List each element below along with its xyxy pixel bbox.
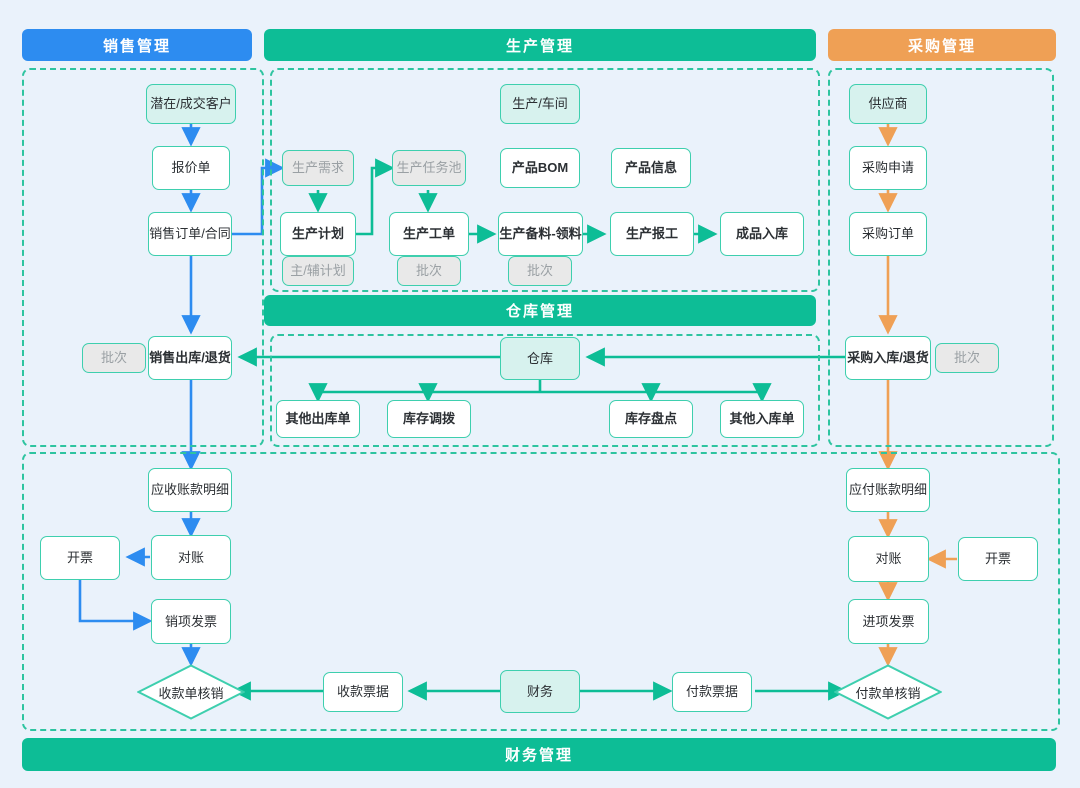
node-purchase-inbound-label: 采购入库/退货 — [847, 350, 929, 366]
node-payment-clearing[interactable]: 付款单核销 — [834, 664, 942, 720]
tag-work-order-batch-label: 批次 — [415, 263, 442, 279]
section-header-warehouse: 仓库管理 — [264, 295, 816, 326]
node-production-demand[interactable]: 生产需求 — [282, 150, 354, 186]
node-receipt-document-label: 收款票据 — [336, 684, 389, 700]
node-finished-goods-inbound-label: 成品入库 — [735, 226, 788, 242]
node-invoicing-payable[interactable]: 开票 — [958, 537, 1038, 581]
node-receipt-clearing-label: 收款单核销 — [158, 685, 224, 701]
node-production-demand-label: 生产需求 — [291, 160, 344, 176]
node-finance-hub[interactable]: 财务 — [500, 670, 580, 713]
section-header-production: 生产管理 — [264, 29, 816, 61]
node-product-info-label: 产品信息 — [624, 160, 677, 176]
node-production-workshop-label: 生产/车间 — [512, 96, 568, 112]
node-potential-customer[interactable]: 潜在/成交客户 — [146, 84, 236, 124]
tag-production-plan-type: 主/辅计划 — [282, 256, 354, 286]
tag-material-batch-label: 批次 — [526, 263, 553, 279]
node-payable-detail-label: 应付账款明细 — [848, 482, 927, 498]
node-receipt-document[interactable]: 收款票据 — [323, 672, 403, 712]
group-warehouse — [270, 334, 820, 447]
node-sales-order[interactable]: 销售订单/合同 — [148, 212, 232, 256]
node-payment-document-label: 付款票据 — [685, 684, 738, 700]
node-output-invoice[interactable]: 销项发票 — [151, 599, 231, 644]
group-production — [270, 68, 820, 292]
node-finished-goods-inbound[interactable]: 成品入库 — [720, 212, 804, 256]
node-reconciliation-payable[interactable]: 对账 — [848, 536, 929, 582]
node-product-bom[interactable]: 产品BOM — [500, 148, 580, 188]
node-product-bom-label: 产品BOM — [511, 160, 569, 176]
node-input-invoice-label: 进项发票 — [862, 613, 915, 629]
node-payment-clearing-label: 付款单核销 — [855, 685, 921, 701]
node-inventory-transfer-label: 库存调拨 — [402, 411, 455, 427]
node-supplier[interactable]: 供应商 — [849, 84, 927, 124]
node-other-outbound[interactable]: 其他出库单 — [276, 400, 360, 438]
node-purchase-request[interactable]: 采购申请 — [849, 146, 927, 190]
tag-work-order-batch: 批次 — [397, 256, 461, 286]
node-sales-order-label: 销售订单/合同 — [149, 226, 231, 242]
node-invoicing-receivable[interactable]: 开票 — [40, 536, 120, 580]
diamond-shape-receipt — [137, 664, 245, 720]
node-inventory-stocktake[interactable]: 库存盘点 — [609, 400, 693, 438]
node-production-report[interactable]: 生产报工 — [610, 212, 694, 256]
group-finance — [22, 452, 1060, 731]
node-purchase-request-label: 采购申请 — [861, 160, 914, 176]
section-header-sales-label: 销售管理 — [102, 37, 171, 55]
node-product-info[interactable]: 产品信息 — [611, 148, 691, 188]
section-header-finance-label: 财务管理 — [504, 747, 573, 764]
node-receivable-detail-label: 应收账款明细 — [150, 482, 229, 498]
node-inventory-transfer[interactable]: 库存调拨 — [387, 400, 471, 438]
node-finance-hub-label: 财务 — [526, 683, 553, 699]
node-quotation[interactable]: 报价单 — [152, 146, 230, 190]
node-production-task-pool[interactable]: 生产任务池 — [392, 150, 466, 186]
section-header-purchase: 采购管理 — [828, 29, 1056, 61]
node-production-task-pool-label: 生产任务池 — [396, 160, 462, 176]
node-production-report-label: 生产报工 — [625, 226, 678, 242]
node-warehouse-hub-label: 仓库 — [526, 350, 553, 366]
node-production-work-order[interactable]: 生产工单 — [389, 212, 469, 256]
node-reconciliation-receivable-label: 对账 — [177, 549, 204, 565]
node-production-material[interactable]: 生产备料-领料 — [498, 212, 583, 256]
node-production-plan-label: 生产计划 — [291, 226, 344, 242]
tag-sales-outbound-batch: 批次 — [82, 343, 146, 373]
node-purchase-inbound[interactable]: 采购入库/退货 — [845, 336, 931, 380]
section-header-production-label: 生产管理 — [505, 37, 574, 55]
section-header-purchase-label: 采购管理 — [907, 37, 976, 55]
node-production-material-label: 生产备料-领料 — [499, 226, 582, 242]
section-header-finance: 财务管理 — [22, 738, 1056, 771]
tag-purchase-inbound-batch: 批次 — [935, 343, 999, 373]
node-purchase-order[interactable]: 采购订单 — [849, 212, 927, 256]
node-reconciliation-receivable[interactable]: 对账 — [151, 535, 231, 580]
node-payable-detail[interactable]: 应付账款明细 — [846, 468, 930, 512]
node-receivable-detail[interactable]: 应收账款明细 — [148, 468, 232, 512]
node-output-invoice-label: 销项发票 — [164, 613, 217, 629]
section-header-warehouse-label: 仓库管理 — [505, 303, 574, 320]
section-header-sales: 销售管理 — [22, 29, 252, 61]
node-inventory-stocktake-label: 库存盘点 — [624, 411, 677, 427]
tag-material-batch: 批次 — [508, 256, 572, 286]
node-production-workshop[interactable]: 生产/车间 — [500, 84, 580, 124]
node-sales-outbound[interactable]: 销售出库/退货 — [148, 336, 232, 380]
tag-production-plan-type-label: 主/辅计划 — [290, 263, 346, 279]
group-sales — [22, 68, 264, 447]
tag-purchase-inbound-batch-label: 批次 — [953, 350, 980, 366]
node-invoicing-receivable-label: 开票 — [66, 550, 93, 566]
node-quotation-label: 报价单 — [171, 160, 211, 176]
node-supplier-label: 供应商 — [868, 96, 908, 112]
node-warehouse-hub[interactable]: 仓库 — [500, 337, 580, 380]
node-purchase-order-label: 采购订单 — [861, 226, 914, 242]
node-other-outbound-label: 其他出库单 — [285, 411, 351, 427]
tag-sales-outbound-batch-label: 批次 — [100, 350, 127, 366]
node-production-work-order-label: 生产工单 — [402, 226, 455, 242]
diamond-shape-payment — [834, 664, 942, 720]
node-reconciliation-payable-label: 对账 — [875, 551, 902, 567]
node-sales-outbound-label: 销售出库/退货 — [149, 350, 231, 366]
node-invoicing-payable-label: 开票 — [984, 551, 1011, 567]
node-input-invoice[interactable]: 进项发票 — [848, 599, 929, 644]
node-other-inbound-label: 其他入库单 — [729, 411, 795, 427]
node-other-inbound[interactable]: 其他入库单 — [720, 400, 804, 438]
node-payment-document[interactable]: 付款票据 — [672, 672, 752, 712]
node-production-plan[interactable]: 生产计划 — [280, 212, 356, 256]
node-receipt-clearing[interactable]: 收款单核销 — [137, 664, 245, 720]
group-purchase — [828, 68, 1054, 447]
node-potential-customer-label: 潜在/成交客户 — [150, 96, 232, 112]
